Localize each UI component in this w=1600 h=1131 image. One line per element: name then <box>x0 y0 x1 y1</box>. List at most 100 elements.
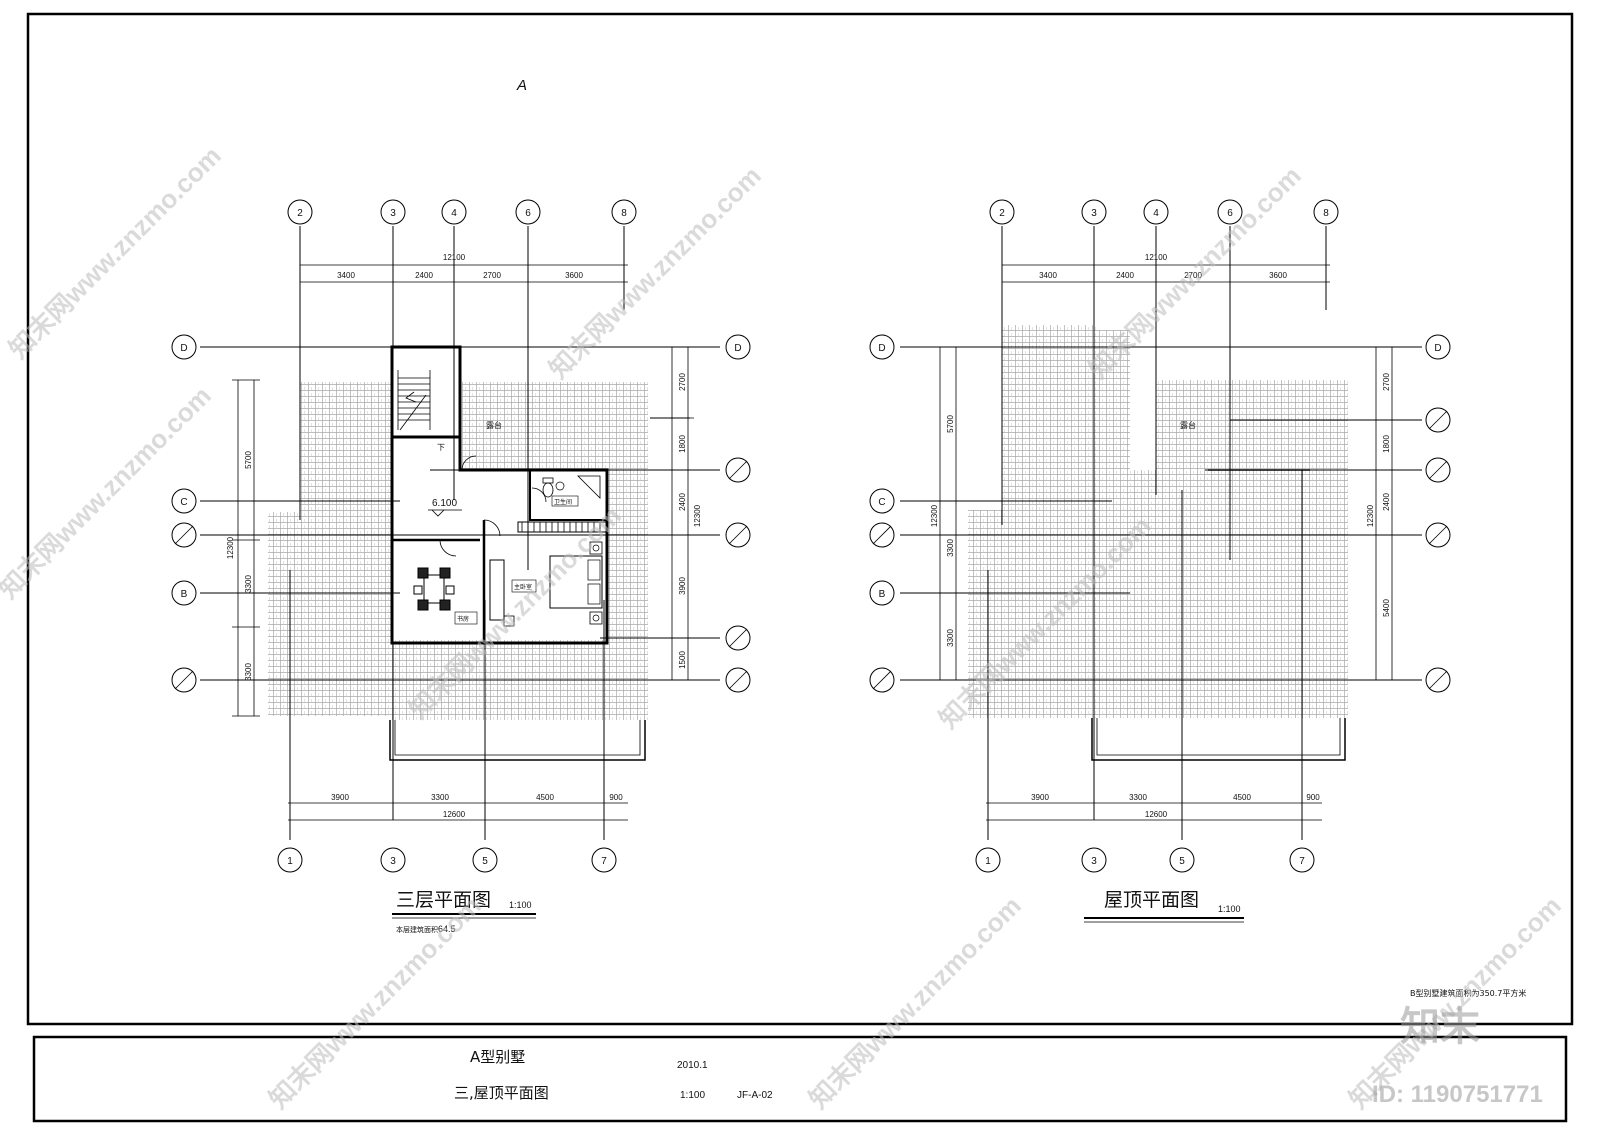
axis-lines <box>900 226 1422 840</box>
plan-third-floor: 下 露台 <box>171 199 751 934</box>
axis-top: 6 <box>1227 208 1233 219</box>
dim-top: 2700 <box>1184 271 1202 280</box>
dim-bottom-total: 12600 <box>1145 810 1168 819</box>
axis-right: D <box>1434 343 1441 354</box>
axis-bottom: 7 <box>601 856 607 867</box>
title-project: A型别墅 <box>470 1048 525 1066</box>
dim-left: 5700 <box>946 415 955 433</box>
roof-tiles-left <box>268 512 392 716</box>
dim-bottom-total: 12600 <box>443 810 466 819</box>
elevation-label: 6.100 <box>432 498 457 509</box>
title-scale: 1:100 <box>680 1090 705 1101</box>
axis-left: B <box>181 589 188 600</box>
axis-bubbles <box>171 199 751 873</box>
axis-left: D <box>878 343 885 354</box>
dim-bottom: 900 <box>1306 793 1320 802</box>
axis-top: 2 <box>999 208 1005 219</box>
dim-bottom: 3900 <box>331 793 349 802</box>
dim-bottom: 4500 <box>536 793 554 802</box>
dim-top: 3400 <box>337 271 355 280</box>
desk <box>489 559 505 621</box>
dim-bottom: 4500 <box>1233 793 1251 802</box>
table-chairs <box>413 567 455 611</box>
dim-left-total: 12300 <box>226 536 235 559</box>
dimension-lines <box>232 264 694 821</box>
dim-top-total: 12100 <box>443 253 466 262</box>
axis-left: B <box>879 589 886 600</box>
dim-top: 2400 <box>415 271 433 280</box>
dim-bottom: 3300 <box>1129 793 1147 802</box>
dim-right: 5400 <box>1382 599 1391 617</box>
dim-bottom: 3300 <box>431 793 449 802</box>
axis-top: 6 <box>525 208 531 219</box>
axis-bottom: 5 <box>482 856 488 867</box>
axis-bottom: 1 <box>985 856 991 867</box>
dim-top: 2400 <box>1116 271 1134 280</box>
title-block <box>32 1035 1568 1123</box>
axis-left: C <box>878 497 885 508</box>
plan-scale: 1:100 <box>1218 904 1241 914</box>
roof-tiles-right-mid <box>606 470 648 610</box>
outer-border <box>26 12 1574 1026</box>
area-note-value: 64.5 <box>438 924 456 934</box>
roof-tiles-upper <box>1002 325 1096 525</box>
svg-text:知末网www.znzmo.com: 知末网www.znzmo.com <box>803 890 1027 1114</box>
label-bath: 卫生间 <box>554 498 572 506</box>
axis-left: D <box>180 343 187 354</box>
dim-top: 3600 <box>565 271 583 280</box>
axis-top: 3 <box>390 208 396 219</box>
door-arc <box>461 455 477 471</box>
roof-tiles-right <box>462 382 648 470</box>
watermark-brand: 知末 <box>1400 1005 1480 1049</box>
plan-scale: 1:100 <box>509 900 532 910</box>
label-master: 主卧室 <box>514 583 532 591</box>
dim-right: 2700 <box>678 373 687 391</box>
door-arc <box>531 487 547 503</box>
axis-top: 4 <box>451 208 457 219</box>
axis-top: 8 <box>621 208 627 219</box>
axis-top: 3 <box>1091 208 1097 219</box>
axis-bottom: 3 <box>390 856 396 867</box>
roof-tiles-right <box>1156 380 1348 470</box>
dim-bottom: 3900 <box>1031 793 1049 802</box>
roof-tiles-main <box>968 510 1348 718</box>
sheet-letter: A <box>516 77 527 94</box>
dim-right: 2700 <box>1382 373 1391 391</box>
area-total-note: B型别墅建筑面积为350.7平方米 <box>1410 988 1526 998</box>
dim-left: 3300 <box>946 539 955 557</box>
dim-right: 2400 <box>678 493 687 511</box>
axis-lines <box>200 226 720 840</box>
dim-left: 3300 <box>946 629 955 647</box>
plan-title: 三层平面图 <box>396 889 491 911</box>
dimension-lines <box>934 264 1398 821</box>
dim-right: 2400 <box>1382 493 1391 511</box>
dim-top-total: 12100 <box>1145 253 1168 262</box>
axis-bottom: 5 <box>1179 856 1185 867</box>
balcony-outline <box>1091 718 1346 761</box>
dim-right-total: 12300 <box>693 504 702 527</box>
door-arc <box>439 539 457 557</box>
axis-top: 8 <box>1323 208 1329 219</box>
label-study: 书房 <box>457 615 469 623</box>
toilet <box>542 482 554 498</box>
title-date: 2010.1 <box>677 1060 708 1071</box>
wardrobe <box>517 521 607 533</box>
roof-tiles-mid <box>1096 470 1348 530</box>
dim-right: 1500 <box>678 651 687 669</box>
axis-left: C <box>180 497 187 508</box>
plan-title: 屋顶平面图 <box>1104 889 1199 911</box>
dim-top: 3400 <box>1039 271 1057 280</box>
dim-left-total: 12300 <box>930 504 939 527</box>
axis-top: 4 <box>1153 208 1159 219</box>
title-drawing: 三,屋顶平面图 <box>454 1084 549 1102</box>
dim-bottom: 900 <box>609 793 623 802</box>
dim-right-total: 12300 <box>1366 504 1375 527</box>
axis-bottom: 3 <box>1091 856 1097 867</box>
dim-top: 2700 <box>483 271 501 280</box>
axis-bottom: 1 <box>287 856 293 867</box>
watermark-id: ID: 1190751771 <box>1372 1081 1543 1108</box>
dim-right: 3900 <box>678 577 687 595</box>
door-arc <box>483 519 501 537</box>
plan-roof: 露台 <box>869 199 1451 923</box>
dim-right: 1800 <box>1382 435 1391 453</box>
